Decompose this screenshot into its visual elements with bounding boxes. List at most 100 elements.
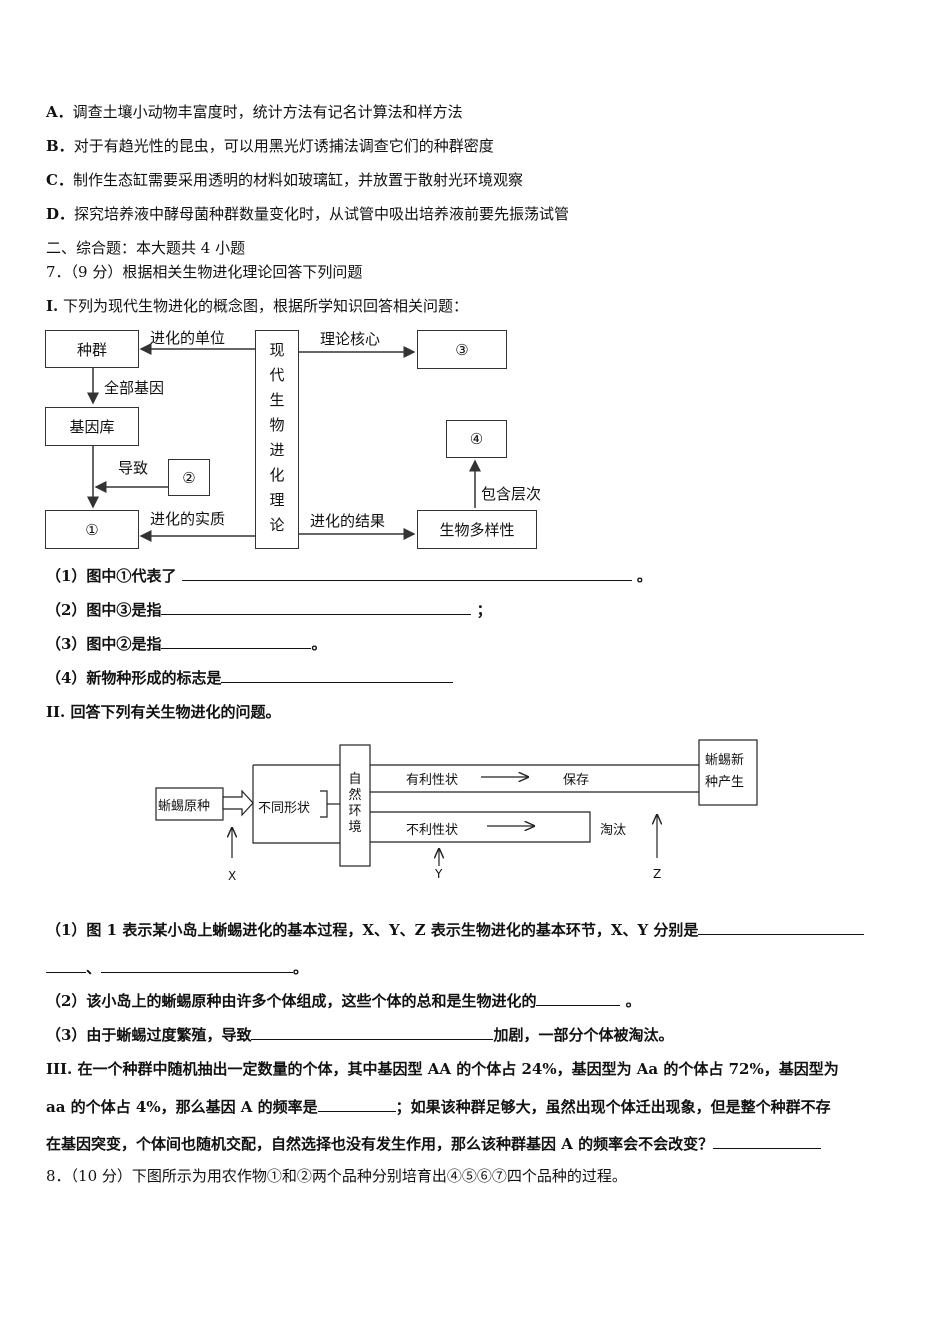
- node-blank-1: ①: [45, 510, 139, 549]
- node-modern-evolution-theory: [255, 330, 299, 549]
- center-char: 生: [269, 391, 285, 409]
- question-text: 。: [293, 959, 309, 977]
- center-char: 进: [269, 441, 285, 459]
- answer-blank[interactable]: [251, 1024, 494, 1040]
- answer-blank[interactable]: [181, 565, 632, 581]
- part-text: 回答下列有关生物进化的问题。: [65, 703, 281, 721]
- question-text: （1）图 1 表示某小岛上蜥蜴进化的基本过程，X、Y、Z 表示生物进化的基本环节…: [46, 921, 699, 939]
- env-char: 境: [348, 820, 362, 835]
- part-text: 下列为现代生物进化的概念图，根据所学知识回答相关问题：: [58, 297, 469, 315]
- env-char: 环: [348, 804, 362, 819]
- label-natural-env: 自 然 环 境: [345, 772, 365, 836]
- q7-sub4: （4）新物种形成的标志是: [46, 667, 454, 688]
- question-text: （3）由于蜥蜴过度繁殖，导致: [46, 1026, 252, 1044]
- new-species-line: 蜥蜴新: [705, 753, 745, 768]
- label-different-traits: 不同形状: [258, 801, 311, 816]
- option-text: 对于有趋光性的昆虫，可以用黑光灯诱捕法调查它们的种群密度: [73, 137, 494, 155]
- q7-part3-line2: aa 的个体占 4%，那么基因 A 的频率是 ；如果该种群足够大，虽然出现个体迁出…: [46, 1096, 831, 1117]
- option-letter: A．: [46, 103, 73, 121]
- env-char: 自: [348, 772, 362, 787]
- label-evolution-essence: 进化的实质: [150, 510, 226, 528]
- question-text: ；如果该种群足够大，虽然出现个体迁出现象，但是整个种群不存: [395, 1098, 831, 1116]
- answer-blank[interactable]: [713, 1133, 822, 1149]
- question-text: 、: [86, 959, 102, 977]
- answer-blank[interactable]: [101, 957, 294, 973]
- q7-sub1: （1）图中①代表了 。: [46, 565, 652, 586]
- question-text: 在一个种群中随机抽出一定数量的个体，其中基因型 AA 的个体占 24%，基因型为…: [72, 1060, 839, 1078]
- question-text: ；: [471, 601, 492, 619]
- answer-blank[interactable]: [536, 990, 621, 1006]
- q7-part2-sub1: （1）图 1 表示某小岛上蜥蜴进化的基本过程，X、Y、Z 表示生物进化的基本环节…: [46, 919, 865, 940]
- node-biodiversity: 生物多样性: [417, 510, 537, 549]
- question-text: 。: [311, 635, 327, 653]
- answer-blank[interactable]: [161, 599, 472, 615]
- q7-part3-line1: III. 在一个种群中随机抽出一定数量的个体，其中基因型 AA 的个体占 24%…: [46, 1059, 839, 1079]
- question-text: 在基因突变，个体间也随机交配，自然选择也没有发生作用，那么该种群基因 A 的频率…: [46, 1135, 714, 1153]
- q7-part2-sub2: （2）该小岛上的蜥蜴原种由许多个体组成，这些个体的总和是生物进化的 。: [46, 990, 641, 1011]
- label-all-genes: 全部基因: [104, 379, 165, 397]
- answer-blank[interactable]: [698, 919, 865, 935]
- label-favorable-traits: 有利性状: [406, 773, 459, 788]
- option-text: 探究培养液中酵母菌种群数量变化时，从试管中吸出培养液前要先振荡试管: [74, 205, 570, 223]
- option-letter: B．: [46, 137, 74, 155]
- question-text: 。: [631, 567, 652, 585]
- option-letter: C．: [46, 171, 73, 189]
- answer-blank[interactable]: [46, 957, 86, 973]
- section-title: 二、综合题：本大题共 4 小题: [46, 239, 246, 257]
- answer-blank[interactable]: [221, 667, 454, 683]
- env-char: 然: [348, 788, 362, 803]
- q7-part2-sub3: （3）由于蜥蜴过度繁殖，导致 加剧，一部分个体被淘汰。: [46, 1024, 673, 1045]
- part-label: II.: [46, 703, 66, 721]
- part-label: I.: [46, 297, 59, 315]
- node-blank-3: ③: [417, 330, 507, 369]
- q7-part2-heading: II. 回答下列有关生物进化的问题。: [46, 702, 281, 722]
- center-char: 理: [269, 491, 285, 509]
- node-blank-2: ②: [168, 459, 210, 496]
- q7-title: 7．（9 分）根据相关生物进化理论回答下列问题: [46, 263, 363, 281]
- question-text: （2）图中③是指: [46, 601, 162, 619]
- question-text: 。: [620, 992, 641, 1010]
- option-b: B．对于有趋光性的昆虫，可以用黑光灯诱捕法调查它们的种群密度: [46, 136, 494, 156]
- q7-sub2: （2）图中③是指 ；: [46, 599, 492, 620]
- node-population: 种群: [45, 330, 139, 368]
- option-c: C．制作生态缸需要采用透明的材料如玻璃缸，并放置于散射光环境观察: [46, 170, 523, 190]
- label-theory-core: 理论核心: [320, 330, 381, 348]
- label-lizard-origin: 蜥蜴原种: [158, 799, 211, 814]
- label-preserve: 保存: [563, 773, 590, 788]
- question-text: 加剧，一部分个体被淘汰。: [493, 1026, 674, 1044]
- q7-part1-heading: I. 下列为现代生物进化的概念图，根据所学知识回答相关问题：: [46, 296, 468, 316]
- label-unfavorable-traits: 不利性状: [406, 823, 459, 838]
- label-y: Y: [435, 867, 443, 881]
- option-letter: D．: [46, 205, 75, 223]
- label-z: Z: [653, 867, 662, 881]
- label-evolution-result: 进化的结果: [310, 512, 386, 530]
- answer-blank[interactable]: [161, 633, 312, 649]
- q8-title: 8．（10 分）下图所示为用农作物①和②两个品种分别培育出④⑤⑥⑦四个品种的过程…: [46, 1167, 627, 1185]
- label-levels: 包含层次: [481, 485, 542, 503]
- option-a: A．调查土壤小动物丰富度时，统计方法有记名计算法和样方法: [46, 102, 463, 122]
- center-char: 论: [269, 516, 285, 534]
- question-text: （4）新物种形成的标志是: [46, 669, 222, 687]
- label-lead-to: 导致: [118, 459, 149, 477]
- label-evolution-unit: 进化的单位: [150, 329, 226, 347]
- center-char: 化: [269, 466, 285, 484]
- node-gene-pool: 基因库: [45, 407, 139, 446]
- question-text: （1）图中①代表了: [46, 567, 182, 585]
- center-char: 代: [269, 366, 285, 384]
- option-text: 调查土壤小动物丰富度时，统计方法有记名计算法和样方法: [72, 103, 463, 121]
- q7-part2-sub1-cont: 、。: [46, 957, 308, 978]
- label-x: X: [228, 869, 237, 883]
- question-text: （2）该小岛上的蜥蜴原种由许多个体组成，这些个体的总和是生物进化的: [46, 992, 537, 1010]
- center-char: 现: [269, 341, 285, 359]
- answer-blank[interactable]: [317, 1096, 396, 1112]
- node-blank-4: ④: [446, 420, 507, 458]
- center-char: 物: [269, 416, 285, 434]
- question-text: aa 的个体占 4%，那么基因 A 的频率是: [46, 1098, 318, 1116]
- q7-part3-line3: 在基因突变，个体间也随机交配，自然选择也没有发生作用，那么该种群基因 A 的频率…: [46, 1133, 822, 1154]
- part-label: III.: [46, 1060, 73, 1078]
- new-species-line: 种产生: [705, 775, 745, 790]
- label-eliminate: 淘汰: [600, 823, 627, 838]
- option-d: D．探究培养液中酵母菌种群数量变化时，从试管中吸出培养液前要先振荡试管: [46, 204, 569, 224]
